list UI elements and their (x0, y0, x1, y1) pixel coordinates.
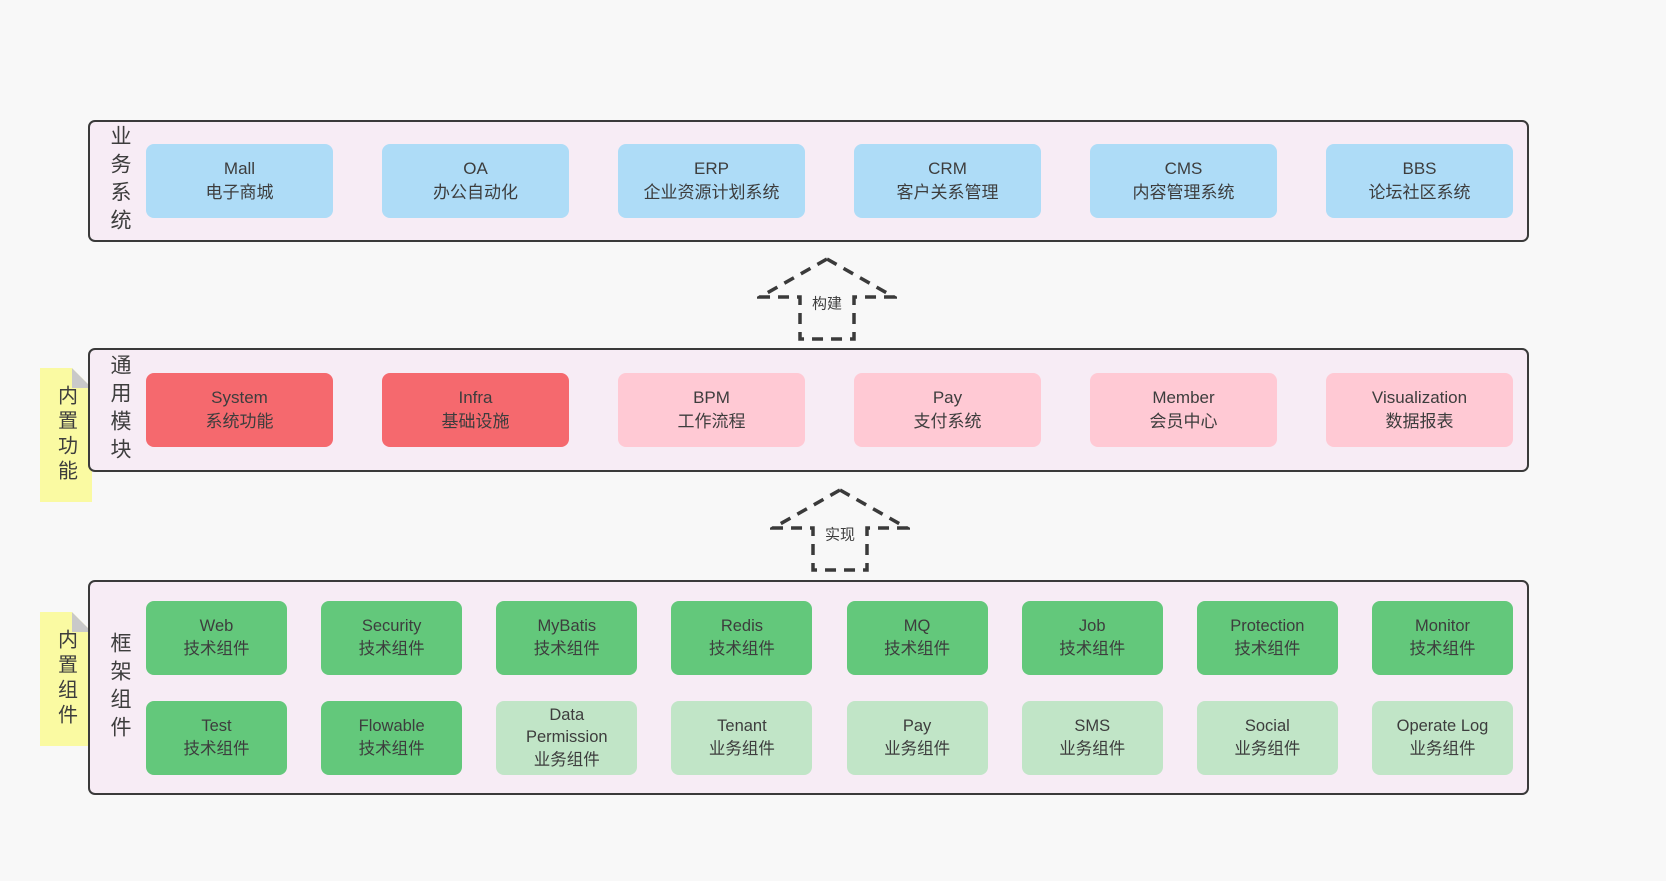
box-erp: ERP 企业资源计划系统 (618, 144, 805, 218)
box-mq: MQ 技术组件 (846, 600, 988, 675)
box-visualization: Visualization 数据报表 (1326, 373, 1513, 447)
section-common-modules: 通用模块 System 系统功能 Infra 基础设施 BPM 工作流程 Pay… (88, 348, 1529, 472)
framework-row-2: Test 技术组件 Flowable 技术组件 Data Permission … (134, 700, 1527, 775)
box-test: Test 技术组件 (146, 700, 287, 775)
box-operate-log: Operate Log 业务组件 (1371, 700, 1513, 775)
box-infra: Infra 基础设施 (382, 373, 569, 447)
box-tenant: Tenant 业务组件 (671, 700, 813, 775)
section-label-framework-components: 框架组件 (108, 631, 131, 744)
box-system: System 系统功能 (146, 373, 333, 447)
common-modules-row: System 系统功能 Infra 基础设施 BPM 工作流程 Pay 支付系统… (134, 373, 1527, 447)
section-framework-components: 框架组件 Web 技术组件 Security 技术组件 MyBatis 技术组件… (88, 580, 1529, 795)
box-web: Web 技术组件 (146, 600, 287, 675)
implement-arrow-label: 实现 (821, 522, 859, 546)
sticky-note-builtin-functions: 内置功能 (40, 368, 92, 502)
implement-arrow: 实现 (770, 487, 910, 573)
build-arrow-label: 构建 (808, 291, 846, 315)
section-label-business-systems: 业务系统 (108, 125, 131, 237)
sticky-note-builtin-components: 内置组件 (40, 612, 92, 746)
box-crm: CRM 客户关系管理 (854, 144, 1041, 218)
build-arrow: 构建 (757, 256, 897, 342)
dashed-up-arrow-icon (757, 256, 897, 341)
box-job: Job 技术组件 (1021, 600, 1163, 675)
box-oa: OA 办公自动化 (382, 144, 569, 218)
section-label-common-modules: 通用模块 (108, 354, 131, 466)
box-data-permission: Data Permission 业务组件 (496, 700, 638, 775)
box-pay: Pay 支付系统 (854, 373, 1041, 447)
box-sms: SMS 业务组件 (1021, 700, 1163, 775)
box-redis: Redis 技术组件 (671, 600, 813, 675)
box-mybatis: MyBatis 技术组件 (496, 600, 638, 675)
box-bpm: BPM 工作流程 (618, 373, 805, 447)
sticky-note-text: 内置功能 (54, 385, 77, 485)
sticky-note-text: 内置组件 (54, 629, 77, 729)
box-member: Member 会员中心 (1090, 373, 1277, 447)
box-monitor: Monitor 技术组件 (1371, 600, 1513, 675)
box-security: Security 技术组件 (321, 600, 463, 675)
box-mall: Mall 电子商城 (146, 144, 333, 218)
box-social: Social 业务组件 (1196, 700, 1338, 775)
box-protection: Protection 技术组件 (1196, 600, 1338, 675)
section-business-systems: 业务系统 Mall 电子商城 OA 办公自动化 ERP 企业资源计划系统 CRM… (88, 120, 1529, 242)
box-flowable: Flowable 技术组件 (321, 700, 463, 775)
business-systems-row: Mall 电子商城 OA 办公自动化 ERP 企业资源计划系统 CRM 客户关系… (134, 144, 1527, 218)
box-pay-component: Pay 业务组件 (846, 700, 988, 775)
framework-components-rows: Web 技术组件 Security 技术组件 MyBatis 技术组件 Redi… (134, 600, 1527, 775)
dashed-up-arrow-icon (770, 487, 910, 572)
box-bbs: BBS 论坛社区系统 (1326, 144, 1513, 218)
box-cms: CMS 内容管理系统 (1090, 144, 1277, 218)
framework-row-1: Web 技术组件 Security 技术组件 MyBatis 技术组件 Redi… (134, 600, 1527, 675)
